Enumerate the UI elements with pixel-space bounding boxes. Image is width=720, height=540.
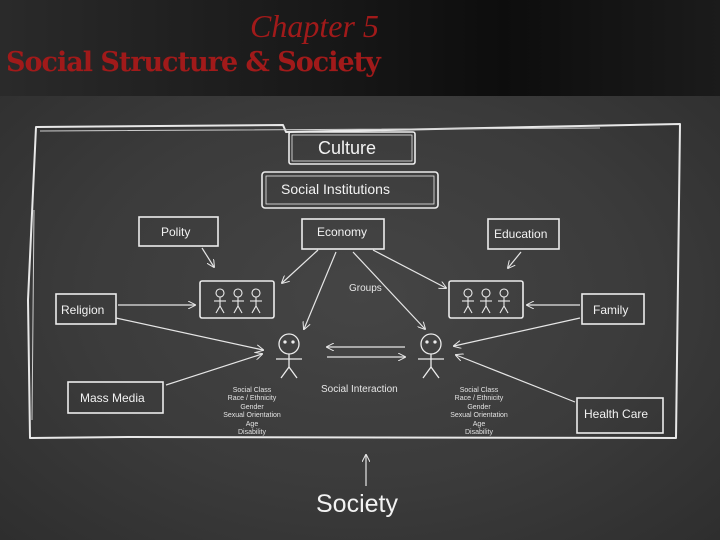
outer-frame bbox=[27, 123, 681, 439]
economy-box bbox=[301, 218, 385, 250]
right-attribute: Race / Ethnicity bbox=[454, 395, 504, 403]
arrow-massmedia-to-person bbox=[165, 354, 262, 386]
social-institutions-label: Social Institutions bbox=[281, 181, 390, 197]
right-attribute: Disability bbox=[464, 429, 493, 437]
mass-media-label: Mass Media bbox=[80, 391, 145, 405]
society-label: Society bbox=[316, 490, 398, 518]
religion-label: Religion bbox=[61, 303, 105, 317]
arrow-polity-to-group bbox=[201, 247, 214, 267]
arrow-family-to-person bbox=[454, 317, 581, 346]
groups-label: Groups bbox=[349, 283, 382, 294]
family-box bbox=[581, 293, 645, 325]
left-individual-figure bbox=[276, 333, 302, 379]
chapter-heading: Chapter 5 bbox=[250, 8, 379, 44]
arrow-economy-to-right-person bbox=[352, 251, 425, 329]
right-attribute: Social Class bbox=[459, 387, 499, 394]
left-attribute: Sexual Orientation bbox=[223, 412, 281, 420]
social-interaction-label: Social Interaction bbox=[321, 384, 398, 395]
arrow-economy-to-right-group bbox=[372, 249, 446, 288]
left-attribute: Gender bbox=[240, 403, 264, 411]
right-attribute: Gender bbox=[467, 403, 491, 411]
social-institutions-box bbox=[261, 171, 439, 209]
right-attribute: Age bbox=[472, 420, 486, 428]
right-attribute-list: Social Class Race / Ethnicity Gender Sex… bbox=[444, 387, 514, 437]
arrow-religion-to-person bbox=[115, 317, 263, 350]
arrow-healthcare-to-person bbox=[456, 355, 576, 403]
polity-label: Polity bbox=[161, 225, 191, 239]
left-group-box bbox=[199, 280, 275, 319]
left-attribute-list: Social Class Race / Ethnicity Gender Sex… bbox=[217, 387, 287, 437]
left-attribute: Social Class bbox=[232, 387, 272, 394]
slide-title: Social Structure & Society bbox=[6, 47, 381, 78]
culture-label: Culture bbox=[318, 138, 377, 158]
left-group-figures bbox=[214, 288, 262, 314]
right-group-box bbox=[448, 280, 524, 319]
education-box bbox=[487, 218, 560, 250]
left-attribute: Disability bbox=[237, 429, 266, 437]
right-attribute: Sexual Orientation bbox=[450, 412, 508, 420]
right-individual-figure bbox=[418, 333, 444, 379]
education-label: Education bbox=[494, 227, 548, 241]
family-label: Family bbox=[593, 303, 629, 317]
left-attribute: Race / Ethnicity bbox=[227, 395, 277, 403]
health-care-label: Health Care bbox=[584, 407, 649, 421]
chalkboard-background bbox=[0, 96, 720, 540]
right-group-figures bbox=[462, 288, 510, 314]
religion-box bbox=[55, 293, 117, 325]
culture-box bbox=[288, 131, 416, 165]
health-care-box bbox=[576, 397, 664, 434]
economy-label: Economy bbox=[317, 225, 368, 239]
arrow-education-to-group bbox=[508, 251, 522, 268]
header-banner: Chapter 5 Social Structure & Society bbox=[0, 0, 720, 96]
outer-frame-sketch bbox=[31, 127, 601, 421]
mass-media-box bbox=[67, 381, 164, 414]
left-attribute: Age bbox=[245, 420, 259, 428]
arrow-economy-to-left-person bbox=[304, 251, 337, 329]
polity-box bbox=[138, 216, 219, 247]
arrow-economy-to-left-group bbox=[282, 249, 319, 283]
